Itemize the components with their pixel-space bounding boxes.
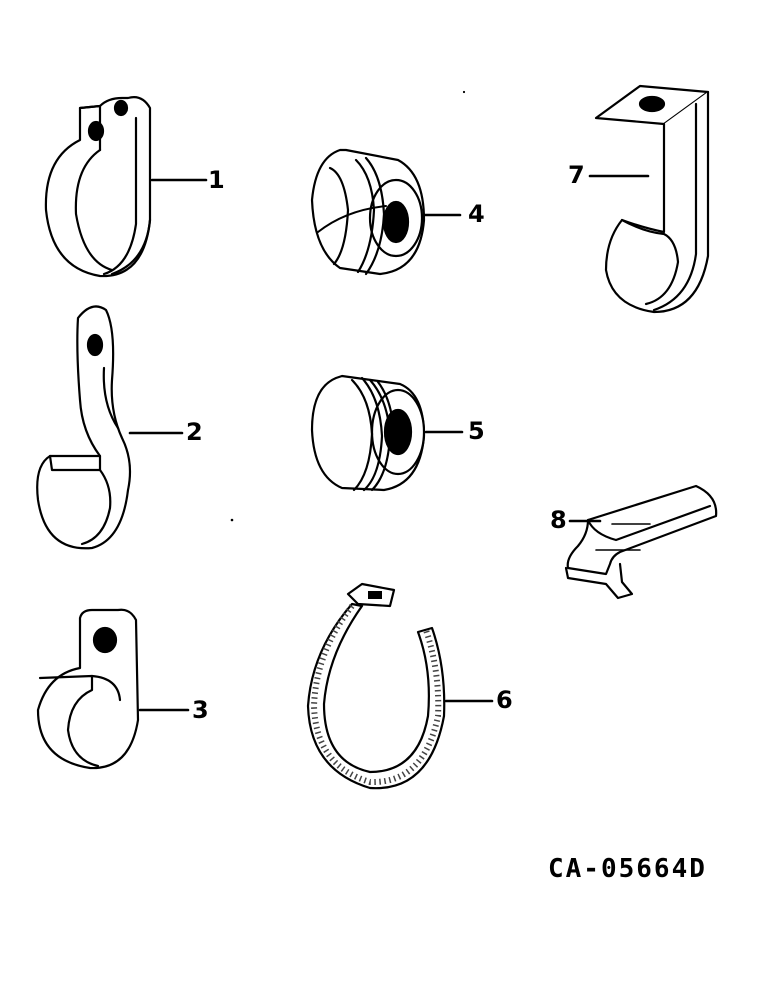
offset-loop-clamp-icon	[37, 306, 182, 548]
drawing-code: CA-05664D	[548, 854, 707, 884]
cable-strap-icon	[308, 584, 492, 788]
callout-3: 3	[192, 696, 209, 724]
callout-1: 1	[208, 166, 225, 194]
callout-2: 2	[186, 418, 203, 446]
clip-icon	[566, 486, 716, 598]
grommet-icon	[312, 150, 460, 274]
single-loop-clamp-icon	[46, 97, 206, 276]
short-loop-clamp-icon	[38, 610, 188, 768]
callout-7: 7	[568, 161, 585, 189]
callout-6: 6	[496, 686, 513, 714]
bracket-clamp-icon	[590, 86, 708, 312]
callout-5: 5	[468, 417, 485, 445]
grommet-icon	[312, 376, 462, 490]
callout-4: 4	[468, 200, 485, 228]
callout-8: 8	[550, 506, 567, 534]
